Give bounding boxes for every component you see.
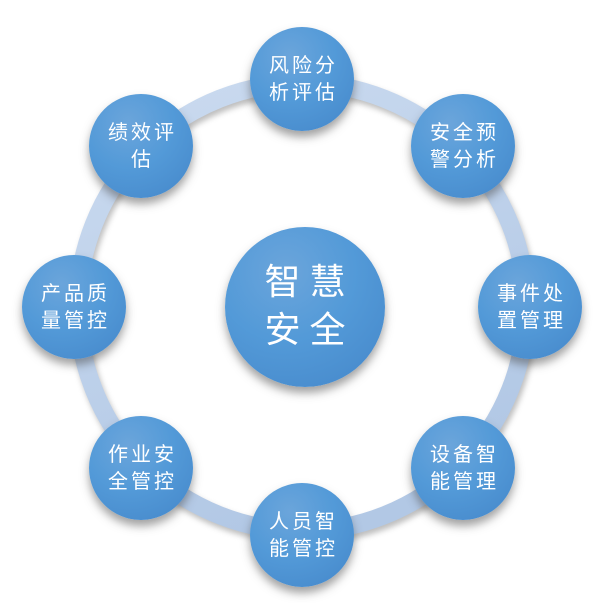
node-personnel-control: 人员智 能管控 bbox=[250, 483, 354, 587]
node-equipment-management: 设备智 能管理 bbox=[411, 416, 515, 520]
node-safety-warning-analysis-label: 安全预 警分析 bbox=[430, 120, 499, 171]
center-node-smart-safety: 智慧 安全 bbox=[225, 227, 385, 387]
node-incident-handling-label: 事件处 置管理 bbox=[497, 281, 566, 332]
node-operation-safety: 作业安 全管控 bbox=[89, 416, 193, 520]
node-product-quality-label: 产品质 量管控 bbox=[41, 281, 110, 332]
node-performance-evaluation: 绩效评 估 bbox=[89, 94, 193, 198]
node-performance-evaluation-label: 绩效评 估 bbox=[108, 120, 177, 171]
node-risk-analysis: 风险分 析评估 bbox=[250, 27, 354, 131]
node-personnel-control-label: 人员智 能管控 bbox=[269, 509, 338, 560]
node-safety-warning-analysis: 安全预 警分析 bbox=[411, 94, 515, 198]
node-equipment-management-label: 设备智 能管理 bbox=[430, 442, 499, 493]
node-risk-analysis-label: 风险分 析评估 bbox=[269, 53, 338, 104]
center-node-label: 智慧 安全 bbox=[264, 261, 355, 351]
node-operation-safety-label: 作业安 全管控 bbox=[108, 442, 177, 493]
node-product-quality: 产品质 量管控 bbox=[22, 255, 126, 359]
node-incident-handling: 事件处 置管理 bbox=[478, 255, 582, 359]
